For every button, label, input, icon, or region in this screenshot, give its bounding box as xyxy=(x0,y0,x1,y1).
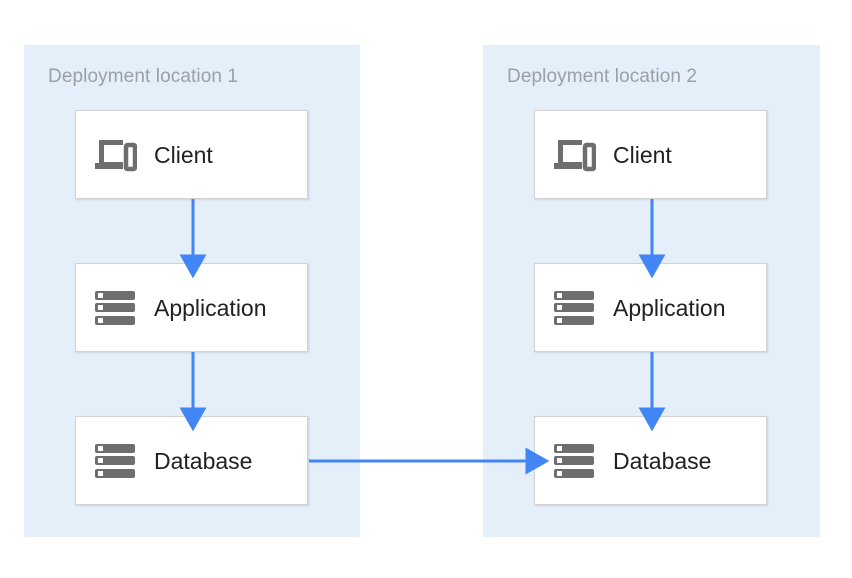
node-application-2-label: Application xyxy=(613,294,726,321)
server-icon xyxy=(551,438,597,484)
devices-icon xyxy=(551,132,597,178)
node-database-2-label: Database xyxy=(613,447,712,474)
deployment-zone-1-title: Deployment location 1 xyxy=(48,66,239,87)
deployment-zone-2-title: Deployment location 2 xyxy=(507,66,698,87)
node-application-2[interactable]: Application xyxy=(534,263,767,352)
node-client-1-label: Client xyxy=(154,141,213,168)
node-client-2-label: Client xyxy=(613,141,672,168)
node-application-1[interactable]: Application xyxy=(75,263,308,352)
devices-icon xyxy=(92,132,138,178)
node-client-1[interactable]: Client xyxy=(75,110,308,199)
server-icon xyxy=(92,438,138,484)
node-application-1-label: Application xyxy=(154,294,267,321)
node-database-1-label: Database xyxy=(154,447,253,474)
node-database-2[interactable]: Database xyxy=(534,416,767,505)
server-icon xyxy=(92,285,138,331)
node-client-2[interactable]: Client xyxy=(534,110,767,199)
server-icon xyxy=(551,285,597,331)
node-database-1[interactable]: Database xyxy=(75,416,308,505)
